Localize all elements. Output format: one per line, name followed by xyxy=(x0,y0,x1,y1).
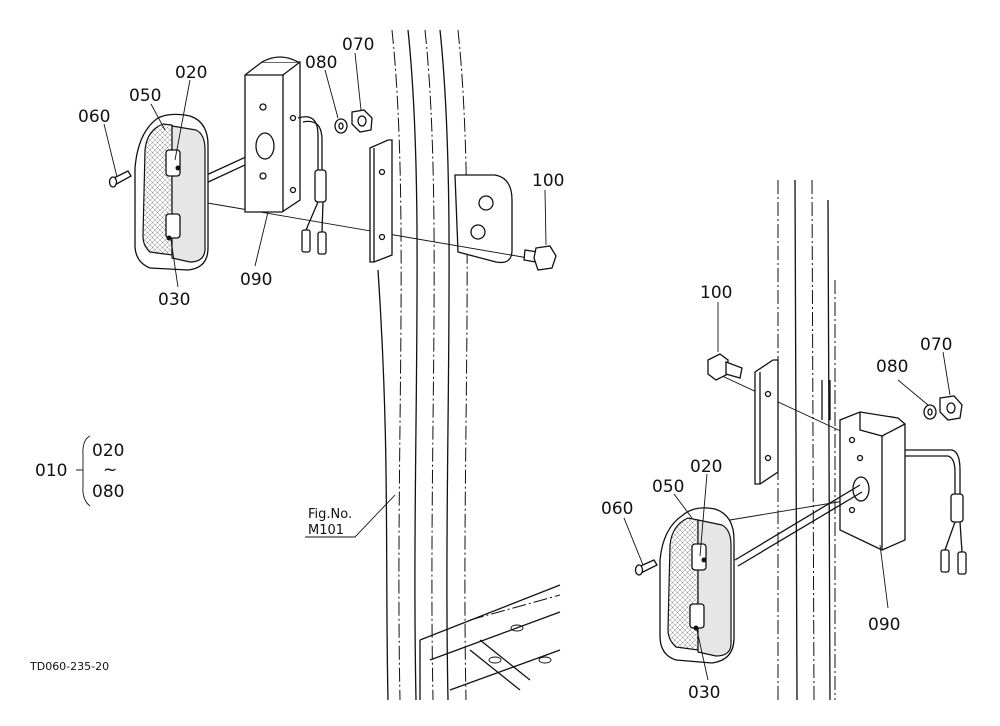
label-090-left: 090 xyxy=(240,270,272,290)
label-090-right: 090 xyxy=(868,615,900,635)
label-020-right: 020 xyxy=(690,457,722,477)
label-070-right: 070 xyxy=(920,335,952,355)
label-030-right: 030 xyxy=(688,683,720,703)
mounting-plate-right xyxy=(754,359,779,485)
label-030-left: 030 xyxy=(158,290,190,310)
bracket-090-right xyxy=(839,411,906,551)
label-020-left: 020 xyxy=(175,63,207,83)
label-080-right: 080 xyxy=(876,357,908,377)
wire-harness-left xyxy=(297,116,327,255)
wire-harness-right xyxy=(905,449,967,575)
part-labels: 060 050 020 030 090 080 070 100 100 080 … xyxy=(29,35,952,703)
mounting-plate-left xyxy=(369,139,393,263)
drawing-code: TD060-235-20 xyxy=(29,660,109,673)
label-050-right: 050 xyxy=(652,477,684,497)
bolt-100-right xyxy=(707,353,743,381)
label-070-left: 070 xyxy=(342,35,374,55)
right-assembly xyxy=(634,353,967,664)
washer-080-left xyxy=(334,118,348,134)
group-label-020: 020 xyxy=(92,441,124,461)
washer-080-right xyxy=(923,404,937,420)
lamp-housing-left xyxy=(134,113,209,271)
group-label-080: 080 xyxy=(92,482,124,502)
label-100-left: 100 xyxy=(532,171,564,191)
fig-ref-line1: Fig.No. xyxy=(308,507,352,522)
lamp-housing-right xyxy=(659,507,735,664)
right-frame xyxy=(777,179,836,701)
nut-070-left xyxy=(351,109,373,133)
leader-lines xyxy=(76,52,951,681)
left-assembly xyxy=(108,56,557,271)
label-060-right: 060 xyxy=(601,499,633,519)
fig-ref-line2: M101 xyxy=(308,523,344,538)
screw-060-left xyxy=(108,170,132,188)
label-060-left: 060 xyxy=(78,107,110,127)
bolt-100-left xyxy=(523,245,557,271)
nut-070-right xyxy=(939,395,963,421)
bracket-090-left xyxy=(244,56,301,213)
group-label-tilde: ~ xyxy=(103,460,117,480)
group-label-010: 010 xyxy=(35,461,67,481)
cab-frame xyxy=(377,29,561,701)
label-050-left: 050 xyxy=(129,86,161,106)
screw-060-right xyxy=(634,559,658,576)
label-080-left: 080 xyxy=(305,53,337,73)
frame-tab-left xyxy=(454,174,513,264)
label-100-right: 100 xyxy=(700,283,732,303)
